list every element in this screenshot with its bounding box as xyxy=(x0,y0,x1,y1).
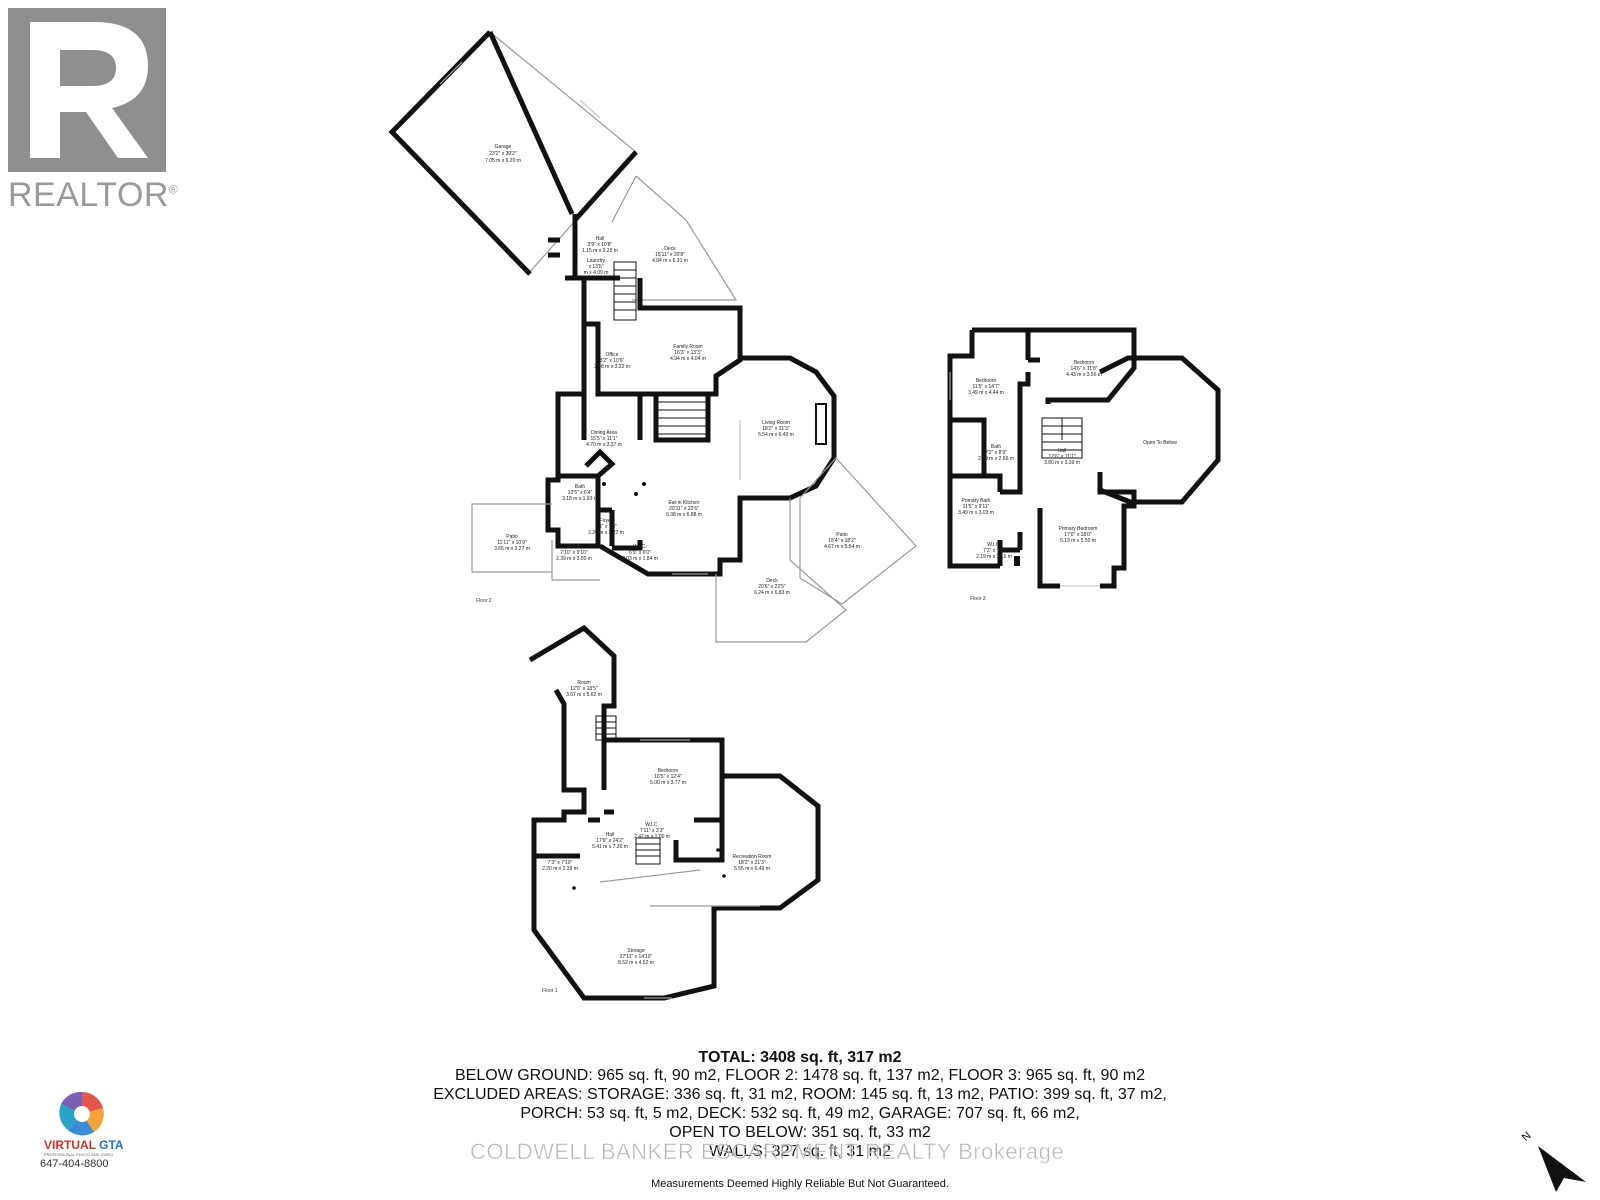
north-arrow-icon: N xyxy=(1520,1130,1586,1192)
floor-label: Floor 1 xyxy=(542,988,558,994)
svg-text:Open To Below: Open To Below xyxy=(1143,440,1177,446)
virtual-gta-tagline: PROFESSIONAL PHOTO AND VIDEO xyxy=(44,1152,114,1157)
virtual-gta-name: VIRTUAL GTA xyxy=(44,1138,124,1152)
svg-text:W.I.C.7'11" x 3'3"2.42 m x 1.0: W.I.C.7'11" x 3'3"2.42 m x 1.00 m xyxy=(634,822,670,840)
brokerage-watermark: COLDWELL BANKER ESCARPMENT REALTY Broker… xyxy=(470,1139,1065,1165)
floor-2-plan xyxy=(388,30,917,643)
svg-text:W.I.C.7'2" x 7'1"2.19 m x 2.16: W.I.C.7'2" x 7'1"2.19 m x 2.16 m xyxy=(976,542,1012,560)
realtor-logo-icon xyxy=(8,8,166,172)
svg-text:W.I.C.6'9" x 6'0"2.03 m x 1.84: W.I.C.6'9" x 6'0"2.03 m x 1.84 m xyxy=(622,544,658,562)
floor-label: Floor 3 xyxy=(970,596,986,602)
virtual-gta-phone: 647-404-8800 xyxy=(40,1158,109,1170)
area-line-2: EXCLUDED AREAS: STORAGE: 336 sq. ft, 31 … xyxy=(433,1086,1167,1103)
room-name: Garage xyxy=(495,144,512,150)
svg-text:N: N xyxy=(1520,1130,1534,1144)
disclaimer: Measurements Deemed Highly Reliable But … xyxy=(651,1178,949,1190)
floor-3-plan xyxy=(947,327,1221,589)
area-line-3: PORCH: 53 sq. ft, 5 m2, DECK: 532 sq. ft… xyxy=(520,1105,1080,1122)
floor-label: Floor 2 xyxy=(476,598,492,604)
realtor-wordmark: REALTOR® xyxy=(8,176,179,214)
camera-aperture-icon xyxy=(59,1091,104,1136)
area-line-5: WALLS: 327 sq. ft, 31 m2 xyxy=(709,1143,891,1160)
area-line-4: OPEN TO BELOW: 351 sq. ft, 33 m2 xyxy=(669,1124,931,1141)
floor-1-plan xyxy=(528,624,821,1001)
area-line-1: BELOW GROUND: 965 sq. ft, 90 m2, FLOOR 2… xyxy=(454,1067,1146,1084)
total-area: TOTAL: 3408 sq. ft, 317 m2 xyxy=(698,1049,902,1066)
